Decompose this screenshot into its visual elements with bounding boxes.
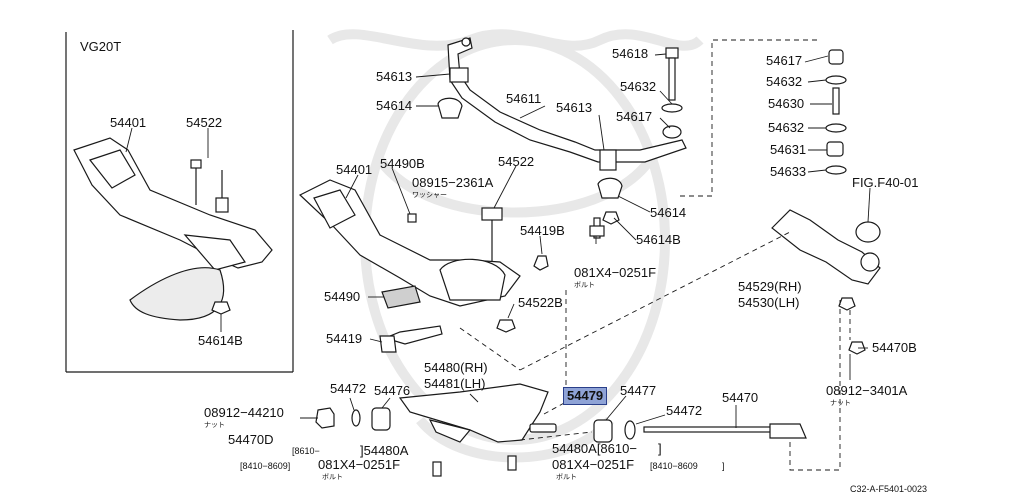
label-08915-sub: ワッシャー — [412, 192, 447, 199]
label-8410-c-end: ] — [722, 461, 725, 471]
transverse-link — [771, 209, 881, 355]
label-54480a-b-end: ] — [658, 441, 662, 456]
leader-lines — [300, 53, 871, 428]
inset-frame — [65, 30, 294, 373]
inset-title: VG20T — [80, 39, 122, 54]
tension-rod-assembly — [315, 383, 807, 477]
label-54614-a: 54614 — [376, 98, 413, 113]
label-08912-a-sub: ナット — [830, 400, 851, 407]
label-54490: 54490 — [324, 289, 361, 304]
label-54613-a: 54613 — [376, 69, 413, 84]
label-54617-a: 54617 — [616, 109, 653, 124]
diagram-code: C32-A-F5401-0023 — [850, 484, 928, 494]
label-54530: 54530(LH) — [738, 295, 800, 310]
label-54632-b: 54632 — [766, 74, 803, 89]
stabilizer-link-hardware — [661, 47, 847, 175]
label-081x4-c: 081X4−0251F — [552, 457, 635, 472]
label-54419: 54419 — [326, 331, 363, 346]
label-54632-c: 54632 — [768, 120, 805, 135]
label-54613-b: 54613 — [556, 100, 593, 115]
label-8410-a: [8410−8609] — [240, 461, 291, 471]
label-08912-b: 08912−44210 — [204, 405, 284, 420]
label-fig-ref: FIG.F40-01 — [852, 175, 919, 190]
label-54490b: 54490B — [380, 156, 425, 171]
label-54614b: 54614B — [636, 232, 681, 247]
label-54477: 54477 — [620, 383, 657, 398]
inset-label-54614b: 54614B — [198, 333, 243, 348]
label-08915: 08915−2361A — [412, 175, 494, 190]
label-081x4-c-sub: ボルト — [556, 474, 577, 481]
label-54611: 54611 — [506, 91, 542, 106]
label-54480a-a: ]54480A — [360, 443, 409, 458]
label-54480a-b: 54480A[8610− — [552, 441, 637, 456]
label-54631: 54631 — [770, 142, 807, 157]
inset-leaders — [125, 127, 222, 332]
label-54476: 54476 — [374, 383, 411, 398]
label-081x4-b: 081X4−0251F — [318, 457, 401, 472]
label-54614-b: 54614 — [650, 205, 687, 220]
dashed-lines — [459, 39, 851, 471]
inset-label-54401: 54401 — [110, 115, 147, 130]
label-54522b: 54522B — [518, 295, 563, 310]
label-54617-b: 54617 — [766, 53, 803, 68]
label-081x4-a-sub: ボルト — [574, 282, 595, 289]
label-081x4-a: 081X4−0251F — [574, 265, 657, 280]
label-54618: 54618 — [612, 46, 649, 61]
label-54481: 54481(LH) — [424, 376, 486, 391]
label-54419b: 54419B — [520, 223, 565, 238]
label-08912-b-sub: ナット — [204, 422, 225, 429]
label-54632-a: 54632 — [620, 79, 657, 94]
label-54633: 54633 — [770, 164, 807, 179]
label-081x4-b-sub: ボルト — [322, 474, 343, 481]
label-54470d: 54470D — [228, 432, 274, 447]
label-54472-b: 54472 — [666, 403, 703, 418]
label-54522: 54522 — [498, 154, 535, 169]
label-54470: 54470 — [722, 390, 759, 405]
label-54529: 54529(RH) — [738, 279, 802, 294]
label-8410-c: [8410−8609 — [650, 461, 698, 471]
label-54401: 54401 — [336, 162, 373, 177]
stabilizer-bar — [437, 37, 687, 225]
label-54472-a: 54472 — [330, 381, 367, 396]
label-54480: 54480(RH) — [424, 360, 488, 375]
label-54470b: 54470B — [872, 340, 917, 355]
label-54630: 54630 — [768, 96, 805, 111]
main-crossmember — [298, 179, 605, 353]
label-54479-highlighted[interactable]: 54479 — [563, 387, 608, 405]
label-8610-a: [8610− — [292, 446, 320, 456]
inset-label-54522: 54522 — [186, 115, 223, 130]
inset-crossmember — [73, 137, 273, 321]
label-08912-a: 08912−3401A — [826, 383, 908, 398]
